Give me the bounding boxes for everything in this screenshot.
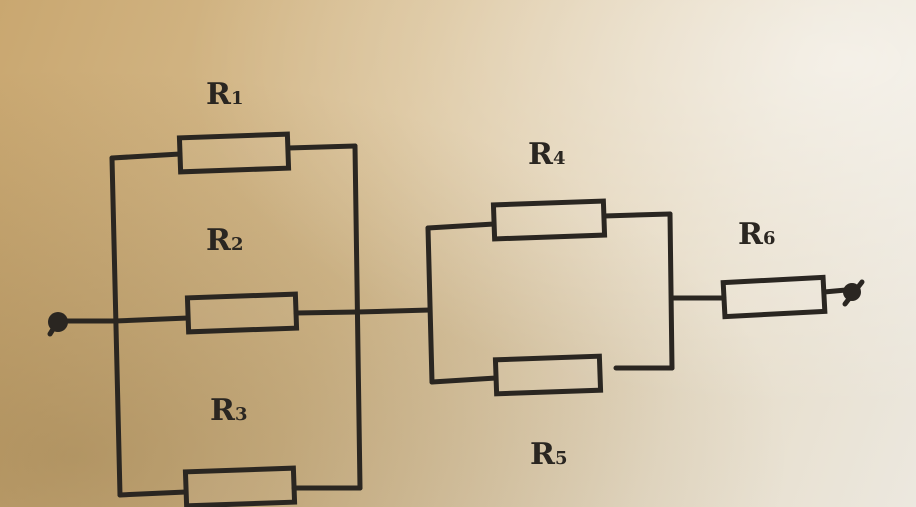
- label-r6: R6: [738, 217, 775, 252]
- input-terminal-mark: [47, 315, 63, 337]
- resistor-r4: [490, 198, 608, 242]
- resistor-r6: [720, 274, 828, 320]
- r5-left-wire: [429, 375, 499, 385]
- resistor-r1: [176, 131, 292, 175]
- label-r2: R2: [206, 223, 243, 258]
- output-terminal-mark: [842, 279, 865, 307]
- group2-left-bus-wire: [425, 225, 435, 385]
- label-r4: R4: [528, 137, 565, 172]
- label-r3: R3: [210, 393, 247, 428]
- r2-right-wire: [293, 309, 360, 316]
- right-bus-wire: [352, 143, 363, 491]
- label-r1: R1: [206, 77, 243, 112]
- r1-right-wire: [285, 143, 358, 151]
- r6-right-wire: [821, 287, 849, 295]
- r4-left-wire: [425, 221, 497, 231]
- middle-connecting-wire: [354, 307, 433, 315]
- left-bus-wire: [109, 155, 123, 498]
- resistor-r2: [184, 291, 300, 335]
- r4-right-wire: [601, 211, 673, 219]
- r1-left-wire: [109, 151, 183, 161]
- r3-left-wire: [117, 489, 189, 498]
- r2-left-wire: [112, 315, 191, 324]
- resistor-r5: [492, 353, 604, 397]
- group2-right-bus-wire: [667, 211, 675, 371]
- resistor-r3: [182, 465, 298, 507]
- label-r5: R5: [530, 437, 567, 472]
